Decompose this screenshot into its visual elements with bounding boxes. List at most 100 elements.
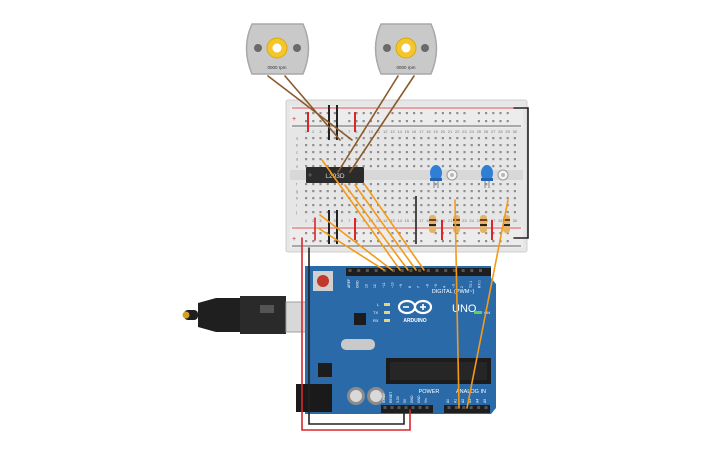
header-pin[interactable]	[357, 269, 361, 272]
header-pin[interactable]	[484, 406, 488, 409]
led-blue-1[interactable]	[430, 165, 442, 188]
breadboard-hole	[492, 197, 495, 200]
breadboard-hole	[326, 190, 329, 193]
header-pin[interactable]	[418, 269, 422, 272]
breadboard-hole	[333, 137, 336, 140]
breadboard-hole	[441, 211, 444, 214]
breadboard-hole	[434, 204, 437, 207]
header-pin[interactable]	[454, 406, 458, 409]
header-pin[interactable]	[365, 269, 369, 272]
breadboard-hole	[319, 151, 322, 154]
header-pin[interactable]	[374, 269, 378, 272]
column-number: 27	[491, 218, 496, 223]
breadboard-hole	[420, 165, 423, 168]
breadboard-hole	[355, 151, 358, 154]
breadboard-hole	[499, 197, 502, 200]
breadboard-hole	[485, 204, 488, 207]
header-pin[interactable]	[435, 269, 439, 272]
sensor-left[interactable]	[446, 169, 458, 181]
header-pin[interactable]	[479, 269, 482, 272]
breadboard-hole	[391, 158, 394, 161]
l293d-chip[interactable]: L293D	[306, 167, 364, 183]
breadboard-hole	[333, 165, 336, 168]
breadboard-hole	[312, 190, 315, 193]
header-pin[interactable]	[418, 406, 422, 409]
header-pin[interactable]	[425, 406, 429, 409]
pin-label: 12	[373, 284, 377, 288]
breadboard-hole	[477, 158, 480, 161]
column-number: 17	[419, 218, 424, 223]
breadboard-hole	[492, 151, 495, 154]
header-pin[interactable]	[444, 269, 448, 272]
header-pin[interactable]	[470, 269, 474, 272]
header-pin[interactable]	[452, 269, 456, 272]
breadboard-hole	[333, 197, 336, 200]
column-number: 2	[312, 129, 315, 134]
breadboard-hole	[413, 204, 416, 207]
breadboard-hole	[398, 232, 401, 235]
breadboard-hole	[456, 137, 459, 140]
header-pin[interactable]	[411, 406, 415, 409]
resistor-1[interactable]	[429, 215, 436, 233]
breadboard-hole	[398, 211, 401, 214]
wire-signal-5	[319, 214, 393, 271]
breadboard-hole	[305, 112, 308, 115]
breadboard-hole	[434, 232, 437, 235]
breadboard-hole	[384, 190, 387, 193]
header-pin[interactable]	[348, 269, 352, 272]
header-pin[interactable]	[400, 269, 404, 272]
breadboard-hole	[477, 240, 480, 243]
header-pin[interactable]	[426, 269, 430, 272]
header-pin[interactable]	[383, 406, 387, 409]
breadboard[interactable]: + + 112233445566778899101011111212131314…	[285, 99, 528, 253]
header-pin[interactable]	[477, 406, 481, 409]
header-pin[interactable]	[383, 269, 387, 272]
breadboard-hole	[427, 144, 430, 147]
breadboard-hole	[355, 144, 358, 147]
header-pin[interactable]	[461, 269, 465, 272]
header-pin[interactable]	[404, 406, 408, 409]
header-pin[interactable]	[447, 406, 451, 409]
breadboard-hole	[492, 137, 495, 140]
breadboard-hole	[420, 158, 423, 161]
breadboard-hole	[506, 183, 509, 186]
dc-motor-right[interactable]: 0000 rpm	[374, 23, 438, 75]
resistor-3[interactable]	[480, 215, 487, 233]
breadboard-hole	[377, 165, 380, 168]
breadboard-hole	[477, 112, 480, 115]
column-number: 17	[419, 129, 424, 134]
breadboard-hole	[326, 197, 329, 200]
breadboard-hole	[305, 232, 308, 235]
column-number: 2	[312, 218, 315, 223]
breadboard-hole	[312, 183, 315, 186]
usb-cable[interactable]	[182, 296, 327, 334]
header-pin[interactable]	[462, 406, 466, 409]
breadboard-hole	[427, 151, 430, 154]
breadboard-hole	[463, 158, 466, 161]
resistor-2[interactable]	[453, 215, 460, 233]
breadboard-hole	[305, 204, 308, 207]
breadboard-hole	[463, 211, 466, 214]
dc-motor-left[interactable]: 0000 rpm	[245, 23, 310, 75]
breadboard-hole	[492, 232, 495, 235]
sensor-right[interactable]	[497, 169, 509, 181]
breadboard-hole	[319, 190, 322, 193]
breadboard-hole	[326, 151, 329, 154]
wire-signal-6	[317, 227, 385, 271]
breadboard-hole	[506, 120, 509, 123]
led-blue-2[interactable]	[481, 165, 493, 188]
row-letter: d	[296, 157, 298, 162]
header-pin[interactable]	[409, 269, 413, 272]
header-pin[interactable]	[390, 406, 394, 409]
breadboard-hole	[413, 151, 416, 154]
breadboard-hole	[333, 144, 336, 147]
header-pin[interactable]	[397, 406, 401, 409]
breadboard-hole	[449, 240, 452, 243]
breadboard-hole	[470, 204, 473, 207]
breadboard-hole	[506, 232, 509, 235]
breadboard-hole	[441, 144, 444, 147]
breadboard-hole	[463, 165, 466, 168]
header-pin[interactable]	[392, 269, 395, 272]
header-pin[interactable]	[469, 406, 473, 409]
